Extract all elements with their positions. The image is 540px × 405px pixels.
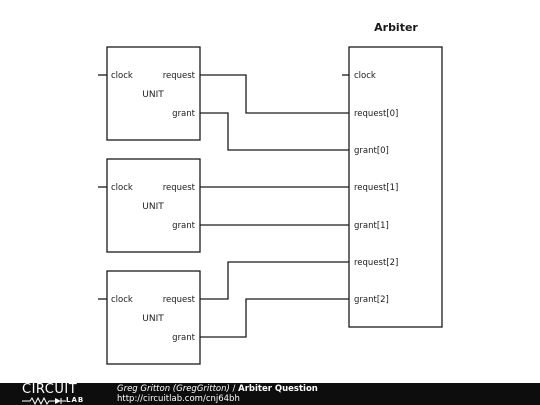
logo-text-circuit: CIRCUIT xyxy=(22,382,78,397)
unit-clock-label: clock xyxy=(111,183,133,193)
arbiter-pin-grant-0: grant[0] xyxy=(354,146,389,156)
unit-box xyxy=(106,158,201,253)
footer-caption: Greg Gritton (GregGritton) / Arbiter Que… xyxy=(117,384,318,394)
unit-grant-label: grant xyxy=(172,333,195,343)
author-name[interactable]: Greg Gritton (GregGritton) xyxy=(117,384,230,394)
unit-request-label: request xyxy=(163,71,196,81)
unit-grant-label: grant xyxy=(172,221,195,231)
unit-name: UNIT xyxy=(142,90,164,100)
unit-block-2: clock request UNIT grant xyxy=(98,270,201,365)
footer-bar: CIRCUIT LAB Greg Gritton (GregGritton) /… xyxy=(0,383,540,405)
unit-name: UNIT xyxy=(142,314,164,324)
arbiter-pin-request-0: request[0] xyxy=(354,109,398,119)
wire-grant-2 xyxy=(200,298,349,338)
wire-request-0 xyxy=(200,74,349,114)
resistor-icon xyxy=(22,397,66,405)
arbiter-block xyxy=(348,46,443,328)
wire-request-2 xyxy=(200,261,349,300)
schematic-canvas: Arbiter clock request[0] grant[0] reques… xyxy=(98,21,443,365)
wire-grant-0 xyxy=(200,112,349,151)
unit-block-1: clock request UNIT grant xyxy=(98,158,201,253)
unit-request-label: request xyxy=(163,183,196,193)
caption-separator: / xyxy=(229,384,239,394)
unit-box xyxy=(106,46,201,141)
arbiter-pin-grant-1: grant[1] xyxy=(354,221,389,231)
unit-block-0: clock request UNIT grant xyxy=(98,46,201,141)
arbiter-pin-request-2: request[2] xyxy=(354,258,398,268)
unit-box xyxy=(106,270,201,365)
logo-text-lab: LAB xyxy=(66,396,85,404)
unit-clock-label: clock xyxy=(111,71,133,81)
unit-name: UNIT xyxy=(142,202,164,212)
arbiter-pin-request-1: request[1] xyxy=(354,183,398,193)
arbiter-title: Arbiter xyxy=(374,21,418,34)
unit-request-label: request xyxy=(163,295,196,305)
circuit-url-link[interactable]: http://circuitlab.com/cnj64bh xyxy=(117,394,240,404)
unit-clock-label: clock xyxy=(111,295,133,305)
circuit-title: Arbiter Question xyxy=(238,384,318,394)
circuitlab-logo[interactable]: CIRCUIT LAB xyxy=(22,382,92,405)
arbiter-pin-clock: clock xyxy=(354,71,376,81)
arbiter-pin-grant-2: grant[2] xyxy=(354,295,389,305)
unit-grant-label: grant xyxy=(172,109,195,119)
